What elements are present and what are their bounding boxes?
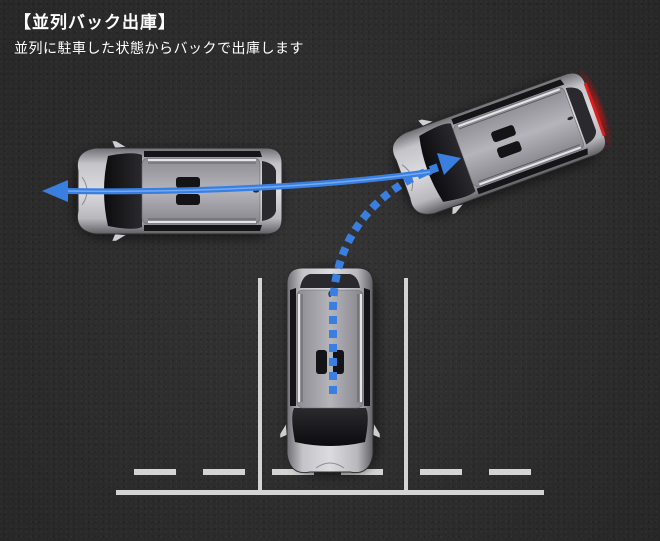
car-reversing bbox=[382, 59, 621, 228]
diagram-title: 【並列バック出庫】 bbox=[14, 13, 176, 33]
reverse-light bbox=[583, 82, 606, 137]
reverse-path-arrowhead bbox=[437, 153, 461, 175]
forward-path-arrowhead bbox=[42, 180, 68, 202]
diagram-subtitle: 並列に駐車した状態からバックで出庫します bbox=[14, 41, 304, 57]
